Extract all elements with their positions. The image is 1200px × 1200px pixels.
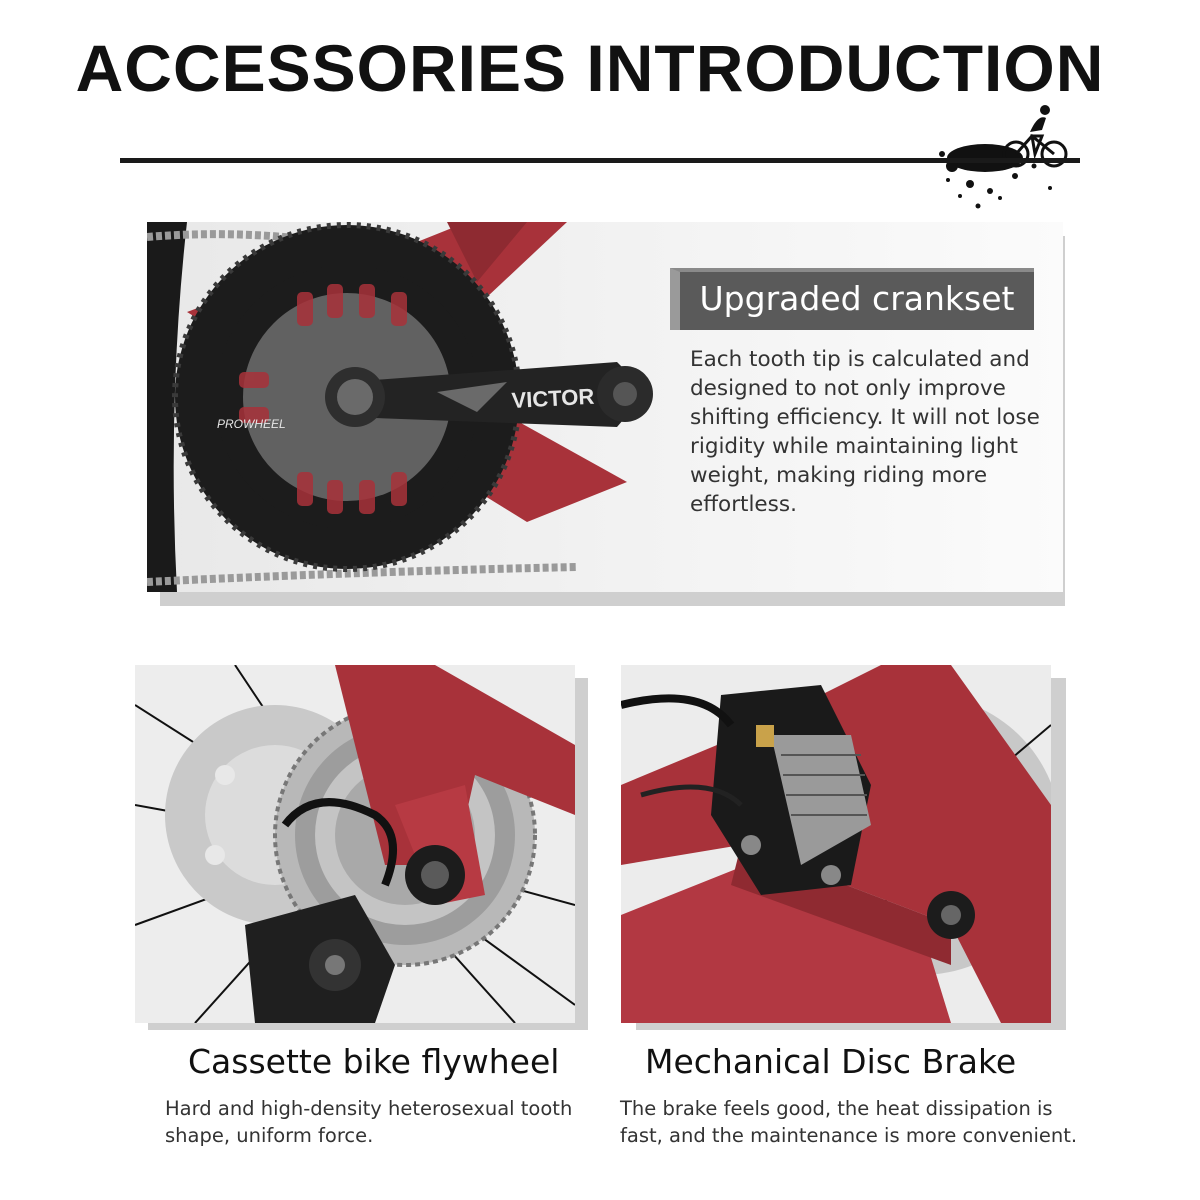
cassette-description: Hard and high-density heterosexual tooth… — [165, 1097, 573, 1147]
page-title: ACCESSORIES INTRODUCTION — [75, 31, 1105, 105]
cassette-heading: Cassette bike flywheel — [188, 1042, 560, 1081]
crankset-photo: PROWHEEL VICTOR — [147, 222, 1063, 592]
crankset-heading-badge: Upgraded crankset — [670, 268, 1034, 330]
crank-logo-label: PROWHEEL — [217, 417, 286, 431]
brake-heading: Mechanical Disc Brake — [645, 1042, 1017, 1081]
cassette-photo — [135, 665, 575, 1023]
header-divider — [120, 158, 1080, 163]
cyclist-splash-icon — [939, 105, 1068, 209]
brake-photo — [621, 665, 1051, 1023]
crankset-description: Each tooth tip is calculated and designe… — [690, 347, 1040, 517]
brake-description: The brake feels good, the heat dissipati… — [620, 1097, 1078, 1147]
crankset-heading: Upgraded crankset — [699, 279, 1015, 318]
crank-brand-label: VICTOR — [511, 384, 595, 413]
